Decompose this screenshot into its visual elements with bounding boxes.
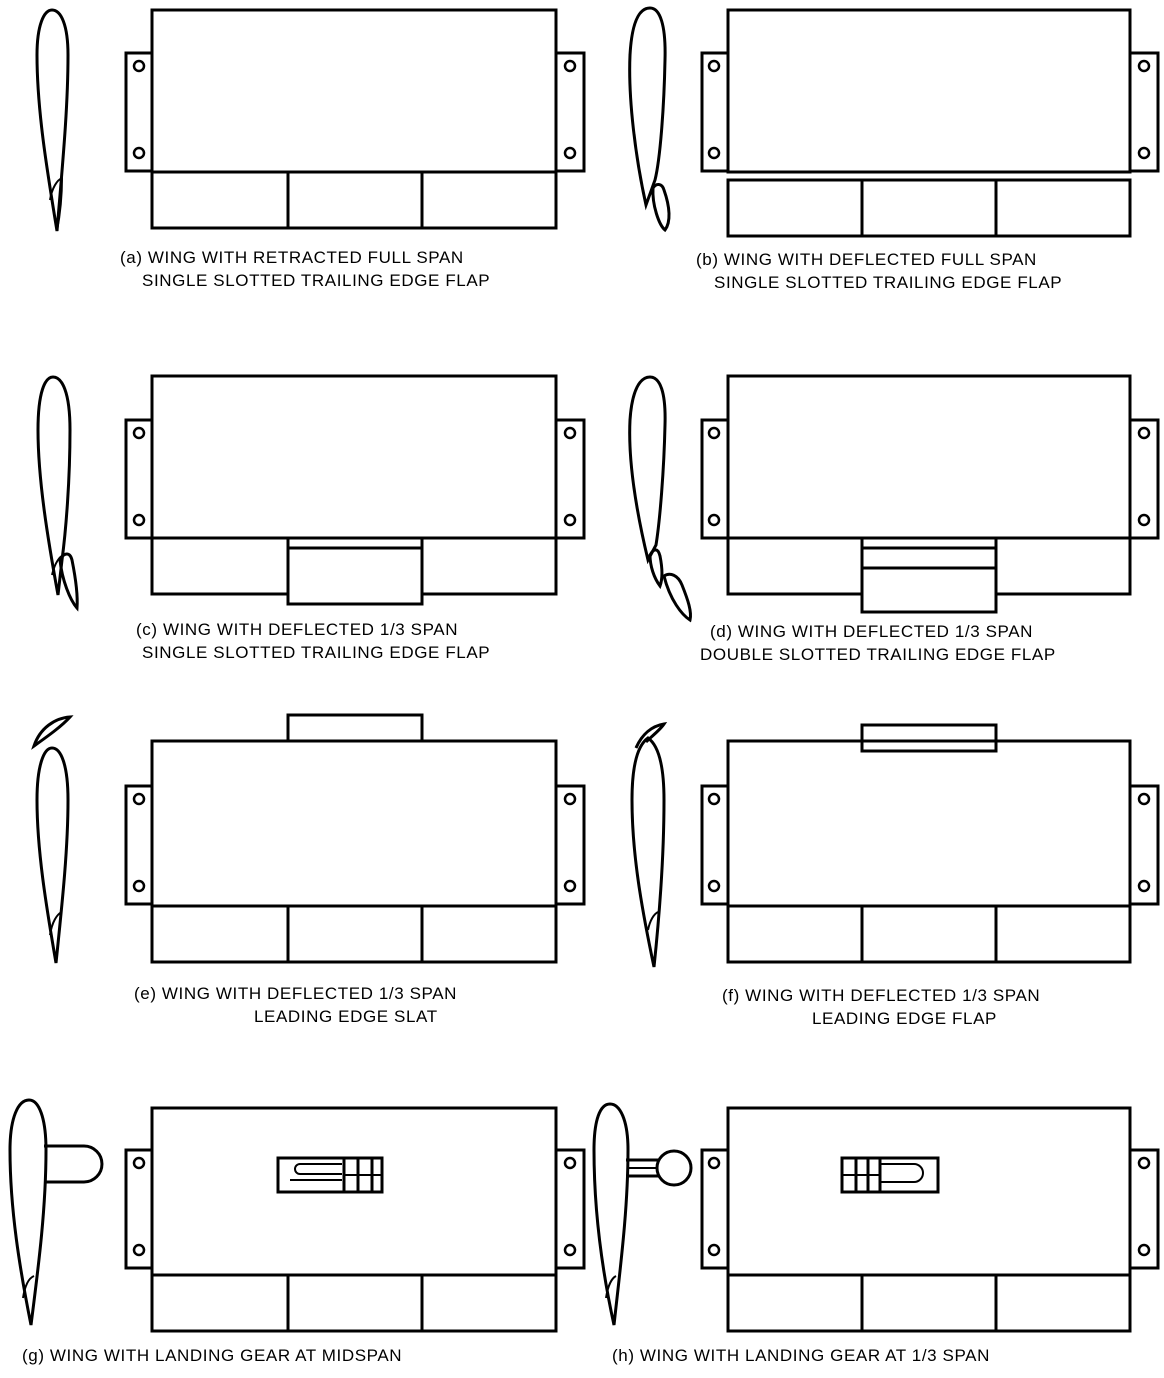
wing-g-flap: [150, 1273, 558, 1333]
caption-a-line1: (a) WING WITH RETRACTED FULL SPAN: [120, 248, 464, 267]
panel-a-drawing: [35, 8, 586, 232]
airfoil-d: [628, 375, 667, 565]
caption-a-line2: SINGLE SLOTTED TRAILING EDGE FLAP: [142, 271, 491, 290]
caption-e-line1: (e) WING WITH DEFLECTED 1/3 SPAN: [134, 984, 458, 1003]
caption-f-line2: LEADING EDGE FLAP: [812, 1009, 997, 1028]
airfoil-h: [592, 1102, 630, 1326]
caption-g: (g) WING WITH LANDING GEAR AT MIDSPAN: [22, 1344, 542, 1367]
caption-h: (h) WING WITH LANDING GEAR AT 1/3 SPAN: [612, 1344, 1132, 1367]
wing-a-flap: [150, 170, 558, 230]
airfoil-a: [35, 8, 70, 232]
wing-e-main: [150, 739, 558, 908]
caption-b-line2: SINGLE SLOTTED TRAILING EDGE FLAP: [714, 273, 1063, 292]
caption-d-line1: (d) WING WITH DEFLECTED 1/3 SPAN: [710, 622, 1034, 641]
airfoil-c-flap: [58, 552, 79, 612]
wing-d-deflected-flap: [860, 566, 998, 614]
caption-h-line1: (h) WING WITH LANDING GEAR AT 1/3 SPAN: [612, 1346, 990, 1365]
caption-f-line1: (f) WING WITH DEFLECTED 1/3 SPAN: [722, 986, 1041, 1005]
wing-d-main: [726, 374, 1132, 540]
airfoil-b-flap: [651, 183, 671, 233]
wing-e-flap: [150, 904, 558, 964]
airfoil-e-slat: [31, 715, 74, 750]
caption-c: (c) WING WITH DEFLECTED 1/3 SPAN SINGLE …: [136, 618, 596, 664]
panel-g-drawing: [8, 1098, 586, 1333]
panel-d-drawing: [628, 374, 1160, 623]
airfoil-a-flap-slot: [49, 176, 64, 232]
airfoil-d-flap: [662, 572, 692, 623]
airfoil-c: [36, 375, 72, 596]
airfoil-g: [8, 1098, 48, 1326]
wing-h-flap: [726, 1273, 1132, 1333]
airfoil-e: [35, 746, 70, 964]
panel-c-drawing: [36, 374, 586, 612]
panel-e-drawing: [31, 713, 586, 964]
wing-f-nose-flap: [860, 723, 998, 753]
wing-b-flap: [726, 178, 1132, 238]
wing-f-main: [726, 739, 1132, 908]
caption-a: (a) WING WITH RETRACTED FULL SPAN SINGLE…: [120, 246, 580, 292]
caption-e-line2: LEADING EDGE SLAT: [254, 1007, 438, 1026]
landing-gear-h-plan: [840, 1156, 940, 1194]
landing-gear-g-side: [44, 1144, 104, 1184]
wing-f-flap: [726, 904, 1132, 964]
panel-b-drawing: [628, 6, 1160, 238]
caption-d-line2: DOUBLE SLOTTED TRAILING EDGE FLAP: [700, 645, 1056, 664]
caption-b-line1: (b) WING WITH DEFLECTED FULL SPAN: [696, 250, 1037, 269]
airfoil-d-vane: [648, 548, 664, 590]
caption-c-line1: (c) WING WITH DEFLECTED 1/3 SPAN: [136, 620, 459, 639]
caption-e: (e) WING WITH DEFLECTED 1/3 SPAN LEADING…: [134, 982, 564, 1028]
wing-c-main: [150, 374, 558, 540]
landing-gear-h-side: [626, 1149, 693, 1187]
panel-f-drawing: [630, 721, 1160, 968]
airfoil-f-nose-flap: [634, 721, 668, 749]
caption-c-line2: SINGLE SLOTTED TRAILING EDGE FLAP: [142, 643, 491, 662]
caption-f: (f) WING WITH DEFLECTED 1/3 SPAN LEADING…: [722, 984, 1152, 1030]
airfoil-f: [630, 736, 666, 968]
wing-e-slat: [286, 713, 424, 743]
panel-h-drawing: [592, 1102, 1160, 1333]
wing-d-vane: [860, 546, 998, 570]
caption-b: (b) WING WITH DEFLECTED FULL SPAN SINGLE…: [696, 248, 1156, 294]
caption-d: (d) WING WITH DEFLECTED 1/3 SPAN DOUBLE …: [700, 620, 1160, 666]
wing-a-main: [150, 8, 558, 174]
caption-g-line1: (g) WING WITH LANDING GEAR AT MIDSPAN: [22, 1346, 403, 1365]
landing-gear-g-plan: [276, 1156, 384, 1194]
airfoil-b: [628, 6, 667, 211]
wing-b-main: [726, 8, 1132, 174]
wing-c-deflected-flap: [286, 546, 424, 606]
